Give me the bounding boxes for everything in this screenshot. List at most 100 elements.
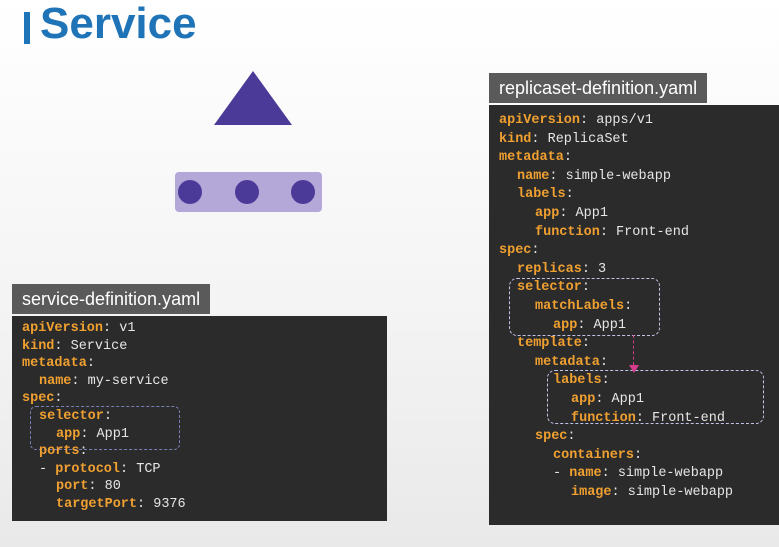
- yaml-key: kind: [22, 338, 55, 354]
- yaml-value: simple-webapp: [565, 168, 671, 184]
- pod-circle-icon: [291, 180, 315, 204]
- selector-highlight-box: [509, 278, 660, 336]
- yaml-value: simple-webapp: [627, 485, 734, 500]
- yaml-value: simple-webapp: [617, 466, 724, 482]
- code-line: metadata:: [535, 354, 617, 370]
- yaml-value: Front-end: [616, 224, 689, 240]
- code-line: name: my-service: [39, 373, 169, 389]
- match-arrow-line: [633, 335, 634, 365]
- yaml-key: apiVersion: [22, 321, 104, 336]
- yaml-key: apiVersion: [499, 113, 581, 128]
- replicaset-code-block: apiVersion: apps/v1 kind: ReplicaSet metad…: [489, 105, 779, 525]
- code-line: spec:: [22, 391, 71, 407]
- yaml-value: App1: [593, 317, 626, 333]
- yaml-value: 9376: [153, 497, 186, 512]
- yaml-key: metadata: [22, 356, 87, 372]
- code-line: targetPort: 9376: [56, 497, 186, 512]
- yaml-key: protocol: [55, 461, 121, 477]
- title-accent-bar: [24, 12, 30, 44]
- service-file-tab: service-definition.yaml: [12, 284, 211, 314]
- code-line: selector:: [39, 409, 121, 424]
- yaml-key: app: [553, 317, 578, 333]
- code-line: spec:: [499, 243, 548, 259]
- pod-circle-icon: [178, 180, 202, 204]
- yaml-key: selector: [39, 409, 104, 424]
- code-line: port: 80: [56, 479, 121, 495]
- code-line: app: App1: [553, 317, 626, 333]
- yaml-value: Service: [70, 338, 128, 354]
- code-line: metadata:: [22, 356, 104, 372]
- yaml-value: Front-end: [652, 410, 725, 426]
- yaml-value: ReplicaSet: [547, 131, 629, 147]
- list-dash: -: [39, 461, 56, 477]
- code-line: labels:: [517, 187, 582, 203]
- code-line: - protocol: TCP: [39, 461, 161, 477]
- replicaset-file-tab: replicaset-definition.yaml: [489, 73, 708, 103]
- code-line: containers:: [553, 447, 651, 463]
- list-dash: -: [553, 466, 570, 482]
- yaml-key: app: [571, 392, 596, 407]
- yaml-key: targetPort: [56, 497, 138, 512]
- yaml-key: name: [517, 168, 550, 184]
- yaml-value: App1: [96, 426, 129, 442]
- code-line: template:: [517, 336, 599, 352]
- code-line: matchLabels:: [535, 299, 641, 314]
- code-line: image: simple-webapp: [571, 485, 734, 500]
- code-line: function: Front-end: [535, 224, 689, 240]
- yaml-key: spec: [535, 429, 568, 445]
- service-code-block: apiVersion: v1 kind: Service metadata: nam…: [12, 316, 387, 521]
- code-line: apiVersion: v1: [22, 321, 136, 336]
- yaml-value: App1: [575, 206, 608, 221]
- pods-group: [175, 172, 322, 212]
- code-line: ports:: [39, 444, 96, 460]
- service-triangle-icon: [214, 71, 292, 125]
- code-line: labels:: [553, 373, 618, 389]
- yaml-value: TCP: [136, 461, 161, 477]
- yaml-key: ports: [39, 444, 80, 460]
- yaml-key: metadata: [499, 150, 564, 166]
- yaml-key: containers: [553, 447, 635, 463]
- template-labels-highlight-box: [547, 370, 764, 424]
- code-line: kind: Service: [22, 338, 128, 354]
- yaml-value: my-service: [87, 373, 169, 389]
- yaml-key: app: [535, 206, 560, 221]
- yaml-key: port: [56, 479, 89, 495]
- yaml-key: metadata: [535, 354, 600, 370]
- yaml-value: 3: [598, 261, 607, 277]
- code-line: metadata:: [499, 150, 581, 166]
- yaml-key: spec: [499, 243, 532, 259]
- code-line: spec:: [535, 429, 584, 445]
- code-line: app: App1: [535, 206, 608, 221]
- yaml-key: selector: [517, 280, 582, 296]
- yaml-value: v1: [119, 321, 136, 336]
- pod-circle-icon: [235, 180, 259, 204]
- code-line: app: App1: [571, 392, 644, 407]
- code-line: - name: simple-webapp: [553, 466, 724, 482]
- code-line: kind: ReplicaSet: [499, 131, 629, 147]
- yaml-value: 80: [104, 479, 121, 495]
- yaml-key: template: [517, 336, 582, 352]
- yaml-key: name: [39, 373, 72, 389]
- yaml-key: matchLabels: [535, 299, 625, 314]
- yaml-key: function: [571, 410, 636, 426]
- code-line: replicas: 3: [517, 261, 607, 277]
- selector-highlight-box: [30, 406, 180, 450]
- code-line: function: Front-end: [571, 410, 725, 426]
- yaml-key: name: [569, 466, 602, 482]
- yaml-value: apps/v1: [596, 113, 653, 128]
- yaml-key: replicas: [517, 261, 582, 277]
- yaml-key: kind: [499, 131, 532, 147]
- slide-title: Service: [40, 0, 197, 48]
- yaml-key: labels: [553, 373, 602, 389]
- yaml-key: spec: [22, 391, 55, 407]
- code-line: apiVersion: apps/v1: [499, 113, 653, 128]
- yaml-key: labels: [517, 187, 566, 203]
- yaml-key: image: [571, 485, 612, 500]
- match-arrow-icon: [629, 365, 639, 373]
- code-line: name: simple-webapp: [517, 168, 671, 184]
- yaml-key: app: [56, 426, 81, 442]
- code-line: app: App1: [56, 426, 129, 442]
- yaml-value: App1: [611, 392, 644, 407]
- code-line: selector:: [517, 280, 599, 296]
- yaml-key: function: [535, 224, 600, 240]
